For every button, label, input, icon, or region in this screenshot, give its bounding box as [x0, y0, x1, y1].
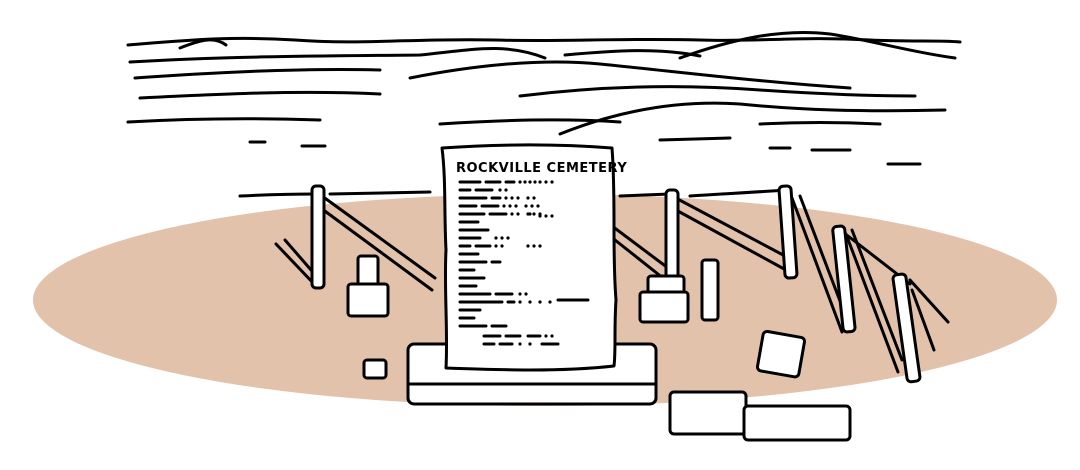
- sign-inscription: [458, 180, 590, 346]
- fence-post: [777, 184, 799, 280]
- cemetery-sign: ROCKVILLE CEMETERY: [406, 143, 658, 406]
- stone-block: [668, 390, 748, 436]
- stone-block: [742, 404, 852, 442]
- stone-block: [362, 358, 388, 380]
- stone-block: [356, 254, 380, 288]
- sign-stone: [440, 143, 618, 372]
- hills: [126, 30, 962, 198]
- fence-post: [891, 272, 922, 384]
- sign-dots: [494, 180, 554, 346]
- bottle-marker: [700, 258, 720, 322]
- sign-title: ROCKVILLE CEMETERY: [456, 161, 627, 176]
- fence-post: [310, 184, 326, 290]
- stone-block: [638, 290, 690, 324]
- fence-post: [831, 224, 857, 334]
- fence: [274, 184, 950, 384]
- grave-markers: [346, 254, 852, 442]
- stone-block: [755, 329, 807, 379]
- stone-block: [346, 282, 390, 318]
- fence-post: [664, 188, 680, 288]
